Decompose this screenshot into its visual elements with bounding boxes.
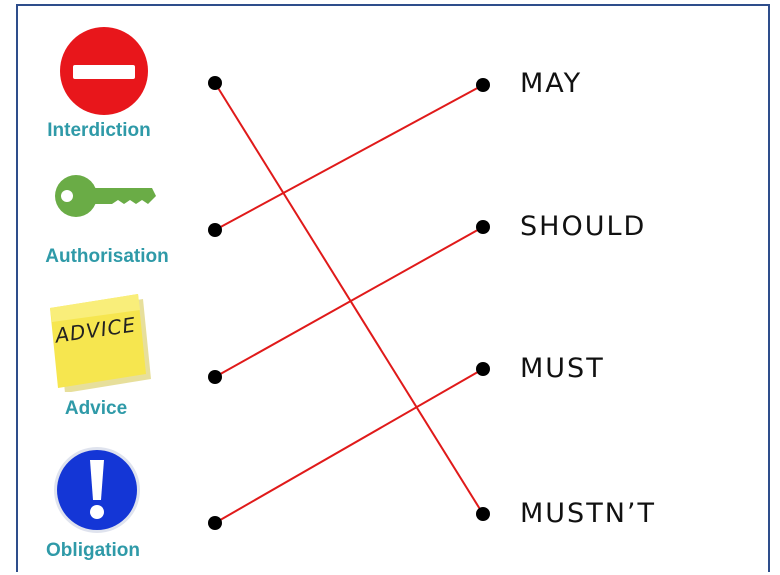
link-line-1 (214, 84, 484, 231)
label-advice: Advice (64, 398, 128, 419)
label-interdiction: Interdiction (47, 120, 151, 141)
right-dot-1 (476, 220, 490, 234)
word-may: MAY (520, 68, 583, 99)
left-dot-2 (208, 370, 222, 384)
exclamation-icon (54, 447, 140, 533)
left-dot-1 (208, 223, 222, 237)
link-line-3 (214, 368, 484, 524)
key-icon (55, 175, 156, 217)
word-must: MUST (520, 353, 605, 384)
label-authorisation: Authorisation (45, 246, 169, 267)
left-dot-3 (208, 516, 222, 530)
sticky-note-icon (50, 294, 151, 392)
word-mustnt: MUSTN’T (520, 498, 656, 529)
right-dot-0 (476, 78, 490, 92)
word-should: SHOULD (520, 211, 647, 242)
right-dot-2 (476, 362, 490, 376)
link-line-2 (214, 226, 484, 378)
label-obligation: Obligation (46, 540, 140, 561)
diagram-frame (16, 4, 770, 572)
left-dot-0 (208, 76, 222, 90)
link-line-0 (214, 82, 484, 515)
right-dot-3 (476, 507, 490, 521)
no-entry-icon (60, 27, 148, 115)
